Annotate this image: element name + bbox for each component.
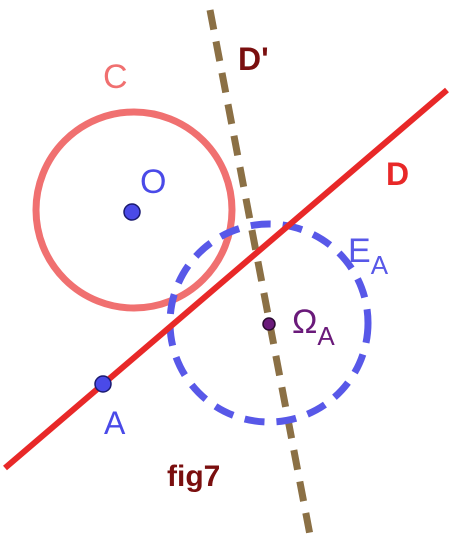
label-omega-a: ΩA: [292, 303, 335, 351]
figure-caption: fig7: [167, 460, 220, 493]
label-c: C: [103, 58, 128, 96]
label-a: A: [104, 405, 126, 441]
label-ea: EA: [348, 232, 389, 280]
circle-ea: [166, 220, 372, 426]
circle-c: [32, 108, 236, 312]
label-d-prime: D': [238, 41, 269, 77]
label-o: O: [140, 163, 166, 201]
label-d: D: [386, 156, 409, 192]
point-omega-a: [262, 317, 276, 331]
point-a: [94, 375, 112, 393]
point-o: [123, 203, 141, 221]
line-d: [3, 87, 449, 471]
line-d-prime: [206, 9, 314, 536]
